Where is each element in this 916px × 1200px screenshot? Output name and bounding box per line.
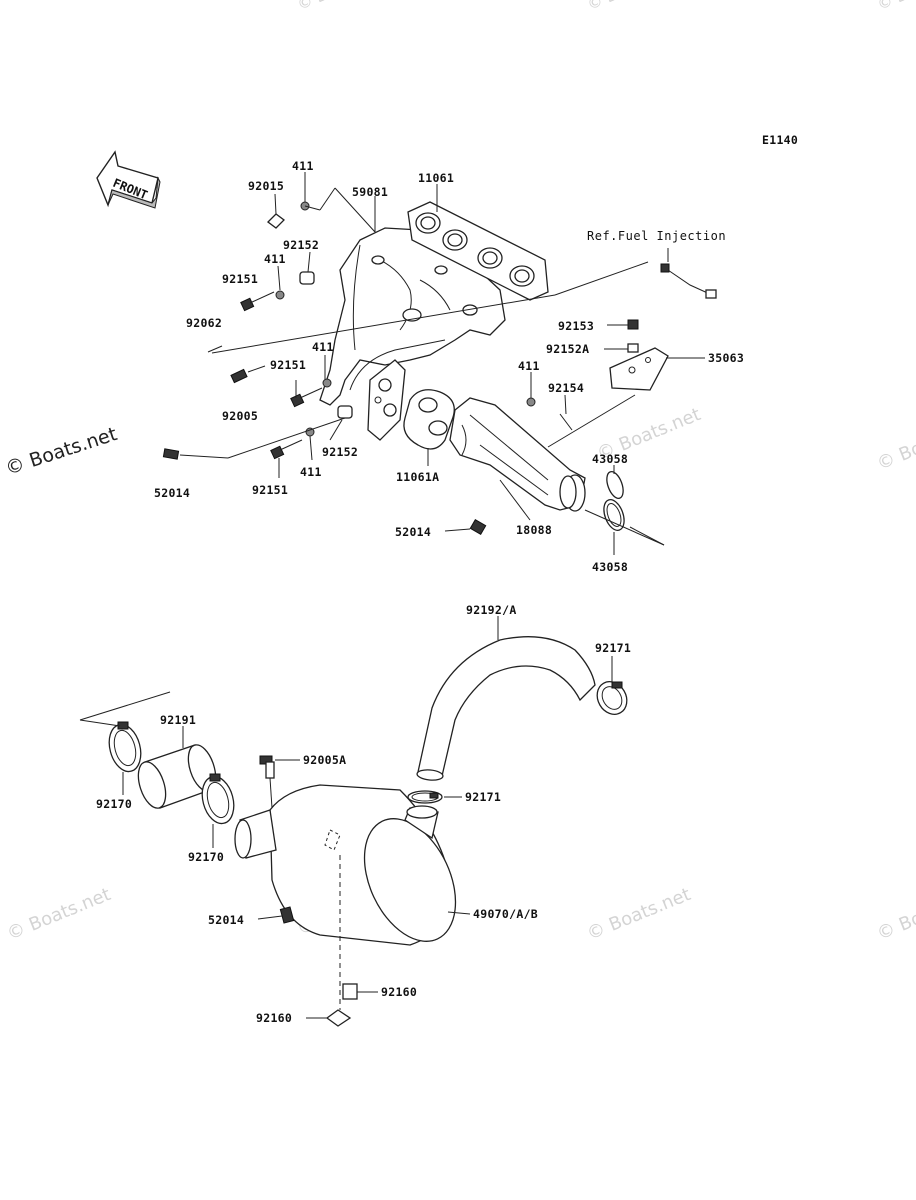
reference-note: Ref.Fuel Injection (587, 229, 726, 243)
part-label: 92151 (270, 358, 306, 372)
part-label: 92152A (546, 342, 589, 356)
hose-clamp (201, 773, 235, 825)
pipe-clamp (603, 470, 625, 531)
part-label: 92160 (381, 985, 417, 999)
watermark: © Boats.net (584, 884, 694, 945)
part-label: 411 (300, 465, 322, 479)
watermark: © Boats.net (874, 414, 916, 475)
part-label: 92152 (283, 238, 319, 252)
hose-clamp (596, 681, 628, 715)
part-label: 11061A (396, 470, 439, 484)
part-label: 18088 (516, 523, 552, 537)
front-arrow-icon: FRONT (96, 150, 161, 209)
watermark: © Boats.net (585, 0, 677, 14)
part-label: 92151 (222, 272, 258, 286)
diagram-code: E1140 (762, 133, 798, 147)
labels-lower: 92192/A 92171 92191 92005A 92170 92171 9… (96, 603, 631, 1025)
watermark: © Boats.net (875, 0, 916, 14)
part-label: 92062 (186, 316, 222, 330)
rubber-pad (325, 983, 358, 1027)
water-muffler (234, 784, 457, 946)
part-label: 11061 (418, 171, 454, 185)
leader-lines-lower (79, 616, 613, 1019)
part-label: 59081 (352, 185, 388, 199)
part-label: 92154 (548, 381, 584, 395)
part-label: 411 (312, 340, 334, 354)
watermark: © Boats.net (295, 0, 387, 14)
part-label: 92170 (96, 797, 132, 811)
part-label: 52014 (395, 525, 431, 539)
part-label: 92151 (252, 483, 288, 497)
labels-upper: 411 92015 59081 11061 92152 411 92151 92… (154, 159, 744, 574)
part-label: 43058 (592, 560, 628, 574)
part-label: 92153 (558, 319, 594, 333)
drain-fitting (279, 906, 295, 924)
part-label: 43058 (592, 452, 628, 466)
tail-hose (416, 636, 596, 781)
part-label: 92005A (303, 753, 346, 767)
part-label: 49070/A/B (473, 907, 538, 921)
watermark-main: © Boats.net (3, 423, 120, 480)
exhaust-manifold (319, 227, 506, 406)
sensor-wire (660, 263, 717, 299)
mounting-bracket (609, 347, 669, 391)
part-label: 92171 (595, 641, 631, 655)
flange-gasket (403, 389, 455, 450)
part-label: 411 (264, 252, 286, 266)
part-label: 92015 (248, 179, 284, 193)
leader-lines-upper (179, 172, 705, 555)
manifold-flange (367, 359, 406, 441)
part-label: 92191 (160, 713, 196, 727)
part-label: 52014 (208, 913, 244, 927)
part-label: 411 (292, 159, 314, 173)
exhaust-pipe (449, 397, 586, 512)
part-label: 52014 (154, 486, 190, 500)
watermark: © Boats.net (4, 884, 114, 945)
hose-clamp (407, 790, 443, 804)
part-label: 92171 (465, 790, 501, 804)
part-label: 92160 (256, 1011, 292, 1025)
watermark: © Boats.net (874, 884, 916, 945)
part-label: 35063 (708, 351, 744, 365)
hose-fitting (259, 755, 275, 779)
part-label: 411 (518, 359, 540, 373)
part-label: 92170 (188, 850, 224, 864)
part-label: 92192/A (466, 603, 517, 617)
manifold-gasket (407, 201, 549, 301)
part-label: 92005 (222, 409, 258, 423)
part-label: 92152 (322, 445, 358, 459)
